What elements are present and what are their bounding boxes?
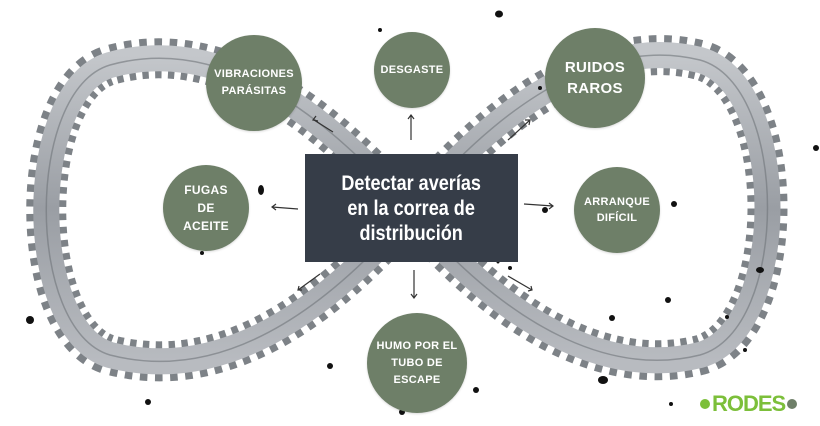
arrowhead-desgaste [407, 114, 415, 120]
node-fugas-de-aceite: FUGAS DE ACEITE [163, 165, 249, 251]
debris-dot [725, 315, 729, 319]
arrowhead-ruidos [525, 119, 531, 126]
logo-wordmark: RODES [712, 391, 786, 416]
debris-dot [200, 251, 204, 255]
debris-dot [542, 207, 548, 213]
node-humo-label: HUMO POR EL TUBO DE ESCAPE [376, 339, 458, 386]
arrowhead-arranque [548, 202, 554, 210]
arrow-lower-left [297, 273, 321, 291]
logo-dot-left [700, 399, 710, 409]
connector-arrows [271, 114, 554, 299]
node-fugas-label: FUGAS DE ACEITE [183, 183, 229, 233]
debris-dot [508, 266, 512, 270]
node-humo-tubo-escape: HUMO POR EL TUBO DE ESCAPE [367, 313, 467, 413]
arrow-lower-right [507, 275, 533, 291]
debris-dot [813, 145, 819, 151]
node-desgaste-label: DESGASTE [380, 64, 444, 76]
debris-dot [598, 376, 608, 384]
arrowhead-lower-right [527, 285, 533, 292]
central-title: Detectar averías en la correa de distrib… [341, 171, 482, 245]
arrowhead-lower-left [297, 285, 302, 291]
debris-dot [671, 201, 677, 207]
arrow-fugas [271, 206, 299, 210]
debris-dot [665, 297, 671, 303]
node-desgaste: DESGASTE [374, 32, 450, 108]
node-arranque-label: ARRANQUE DIFÍCIL [584, 196, 650, 224]
debris-dot [26, 316, 34, 324]
debris-dot [258, 185, 264, 195]
arrow-ruidos [507, 119, 531, 141]
node-ruidos-label: RUIDOS RAROS [564, 59, 626, 97]
debris-dot [473, 387, 479, 393]
debris-particles [26, 10, 819, 415]
debris-dot [378, 28, 382, 32]
arrow-vibraciones [313, 119, 334, 133]
debris-dot [743, 348, 747, 352]
debris-dot [756, 267, 764, 273]
debris-dot [145, 399, 151, 405]
node-vibraciones-parasitas: VIBRACIONES PARÁSITAS [206, 35, 302, 131]
node-vibraciones-label: VIBRACIONES PARÁSITAS [214, 68, 294, 97]
debris-dot [327, 363, 333, 369]
arrowhead-vibraciones [311, 115, 319, 122]
debris-dot [538, 86, 542, 90]
node-arranque-dificil: ARRANQUE DIFÍCIL [574, 167, 660, 253]
arrowhead-humo [410, 293, 418, 299]
debris-dot [669, 402, 673, 406]
debris-dot [495, 10, 503, 18]
rodes-logo: RODES [700, 390, 815, 418]
debris-dot [609, 315, 615, 321]
central-title-box: Detectar averías en la correa de distrib… [305, 154, 518, 262]
node-ruidos-raros: RUIDOS RAROS [545, 28, 645, 128]
arrow-arranque [523, 203, 554, 207]
arrowhead-fugas [271, 203, 277, 211]
logo-dot-right [787, 399, 798, 409]
